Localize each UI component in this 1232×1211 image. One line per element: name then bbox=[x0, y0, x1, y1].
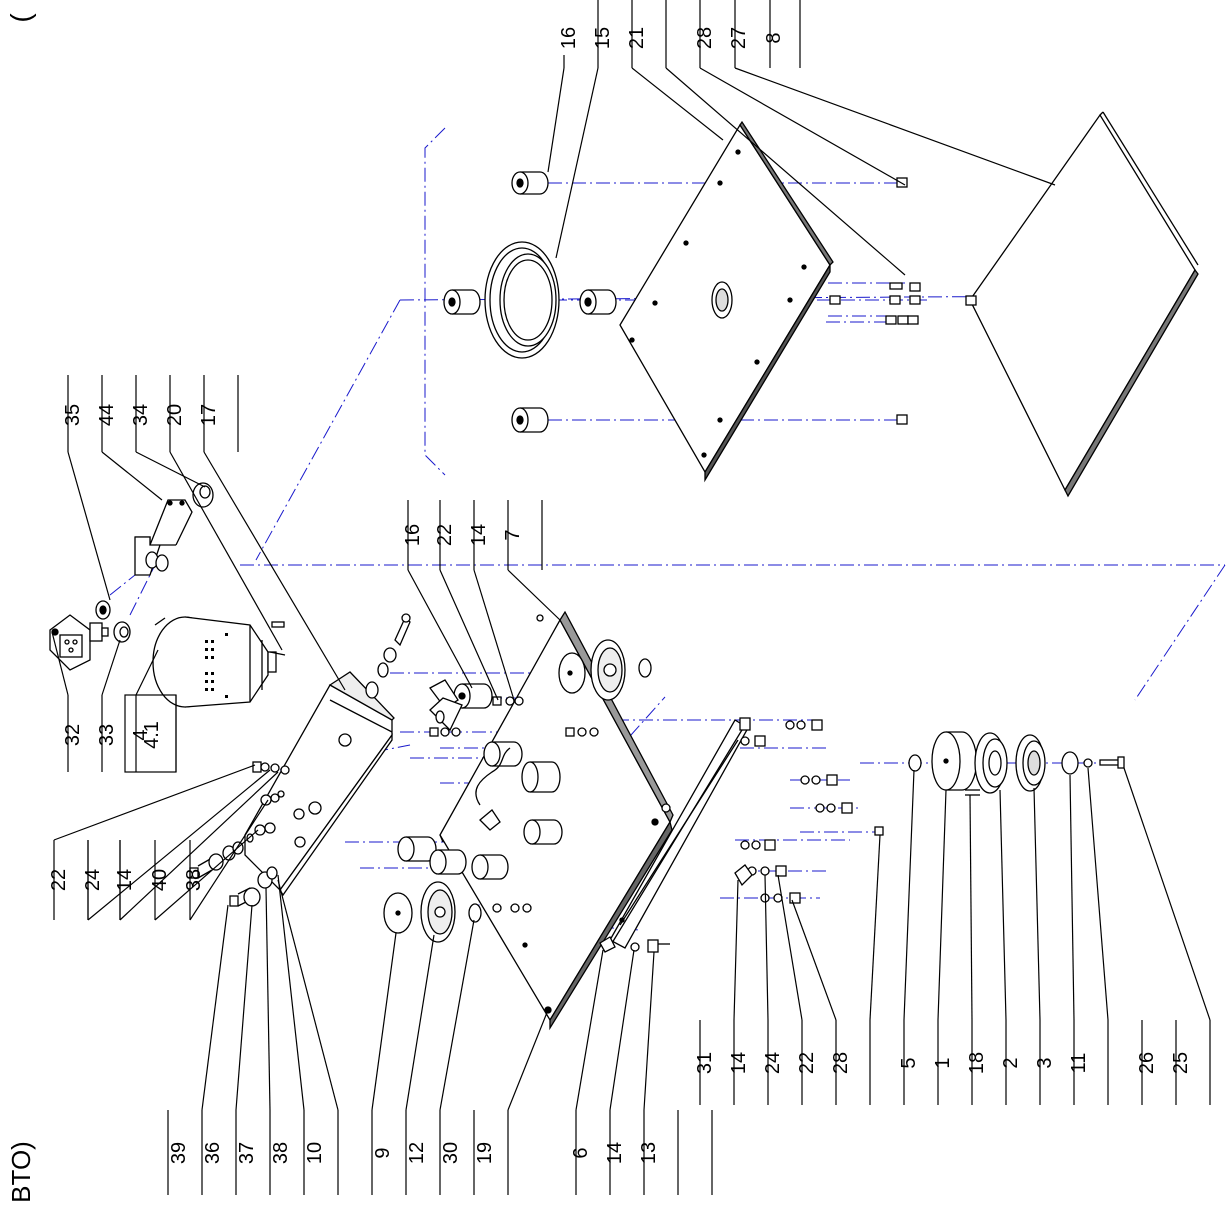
callout-label-13: 13 bbox=[638, 1142, 660, 1164]
callout-label-14: 14 bbox=[114, 869, 136, 891]
page-fragment-top-left: ( bbox=[5, 13, 36, 23]
callout-label-34: 34 bbox=[130, 404, 152, 426]
callout-label-9: 9 bbox=[372, 1147, 394, 1158]
callout-label-22: 22 bbox=[434, 524, 456, 546]
callout-label-17: 17 bbox=[198, 404, 220, 426]
spacer-cylinders-top bbox=[443, 171, 617, 433]
pulley-group-left bbox=[383, 881, 482, 943]
callout-label-10: 10 bbox=[304, 1142, 326, 1164]
callout-label-32: 32 bbox=[62, 724, 84, 746]
ring-part bbox=[484, 241, 560, 359]
callout-label-26: 26 bbox=[1136, 1052, 1158, 1074]
callout-label-12: 12 bbox=[406, 1142, 428, 1164]
callout-label-35: 35 bbox=[62, 404, 84, 426]
cable-gland bbox=[479, 809, 501, 831]
callout-label-33: 33 bbox=[96, 724, 118, 746]
callout-label-8: 8 bbox=[763, 32, 785, 43]
callout-label-22: 22 bbox=[796, 1052, 818, 1074]
callout-label-3: 3 bbox=[1034, 1057, 1056, 1068]
motor-part bbox=[152, 616, 285, 708]
callout-label-25: 25 bbox=[1170, 1052, 1192, 1074]
callout-label-30: 30 bbox=[440, 1142, 462, 1164]
callout-label-7: 7 bbox=[502, 529, 524, 540]
base-screws bbox=[429, 696, 599, 737]
callout-label-16: 16 bbox=[558, 27, 580, 49]
switch-bracket-part bbox=[134, 499, 193, 576]
callout-label-24: 24 bbox=[762, 1052, 784, 1074]
wire-harness bbox=[475, 747, 511, 806]
callout-label-20: 20 bbox=[164, 404, 186, 426]
callout-label-40: 40 bbox=[149, 869, 171, 891]
callout-label-38: 38 bbox=[183, 869, 205, 891]
bracket-fastener-stack bbox=[365, 613, 411, 699]
switch-block-part bbox=[49, 614, 109, 671]
callout-label-44: 44 bbox=[96, 404, 118, 426]
callout-label-21: 21 bbox=[626, 27, 648, 49]
callout-label-4-1: 4.1 bbox=[141, 721, 163, 749]
callout-label-39: 39 bbox=[168, 1142, 190, 1164]
callout-label-14: 14 bbox=[468, 524, 490, 546]
callout-label-24: 24 bbox=[82, 869, 104, 891]
callout-label-38: 38 bbox=[270, 1142, 292, 1164]
callout-label-14: 14 bbox=[728, 1052, 750, 1074]
washer-35 bbox=[95, 600, 111, 620]
bracket-top-fasteners bbox=[252, 761, 290, 806]
rail-part bbox=[609, 717, 751, 949]
leader-lines bbox=[51, 0, 1211, 1195]
pin-20 bbox=[269, 651, 286, 656]
base-spacers bbox=[397, 679, 563, 880]
callout-label-22: 22 bbox=[48, 869, 70, 891]
coupling-part bbox=[429, 697, 463, 732]
callout-label-1: 1 bbox=[932, 1057, 954, 1068]
callout-label-14: 14 bbox=[604, 1142, 626, 1164]
callout-label-11: 11 bbox=[1068, 1053, 1090, 1074]
nut-33 bbox=[113, 621, 131, 643]
callout-label-6: 6 bbox=[570, 1147, 592, 1158]
screws-top-plate bbox=[829, 177, 977, 425]
right-fastener-stacks bbox=[734, 719, 884, 904]
base-pulley bbox=[558, 639, 652, 701]
callout-label-15: 15 bbox=[592, 27, 614, 49]
bottom-panel-part bbox=[969, 111, 1199, 498]
callout-label-5: 5 bbox=[898, 1057, 920, 1068]
callout-label-18: 18 bbox=[966, 1052, 988, 1074]
callout-label-19: 19 bbox=[474, 1142, 496, 1164]
callout-label-4: 4 bbox=[130, 729, 152, 740]
callout-label-31: 31 bbox=[694, 1052, 716, 1074]
parts bbox=[49, 111, 1199, 1031]
callout-label-28: 28 bbox=[830, 1052, 852, 1074]
callout-label-28: 28 bbox=[694, 27, 716, 49]
callout-label-2: 2 bbox=[1000, 1057, 1022, 1068]
top-plate-part bbox=[619, 120, 834, 483]
callout-label-16: 16 bbox=[402, 524, 424, 546]
wheel-assembly bbox=[908, 731, 1125, 796]
callout-label-36: 36 bbox=[202, 1142, 224, 1164]
page-fragment-bottom-left: BTO) bbox=[6, 1141, 36, 1203]
callout-label-27: 27 bbox=[728, 27, 750, 49]
motor-bracket-part bbox=[244, 671, 395, 897]
rail-end-fasteners bbox=[599, 936, 670, 953]
callout-label-37: 37 bbox=[236, 1142, 258, 1164]
